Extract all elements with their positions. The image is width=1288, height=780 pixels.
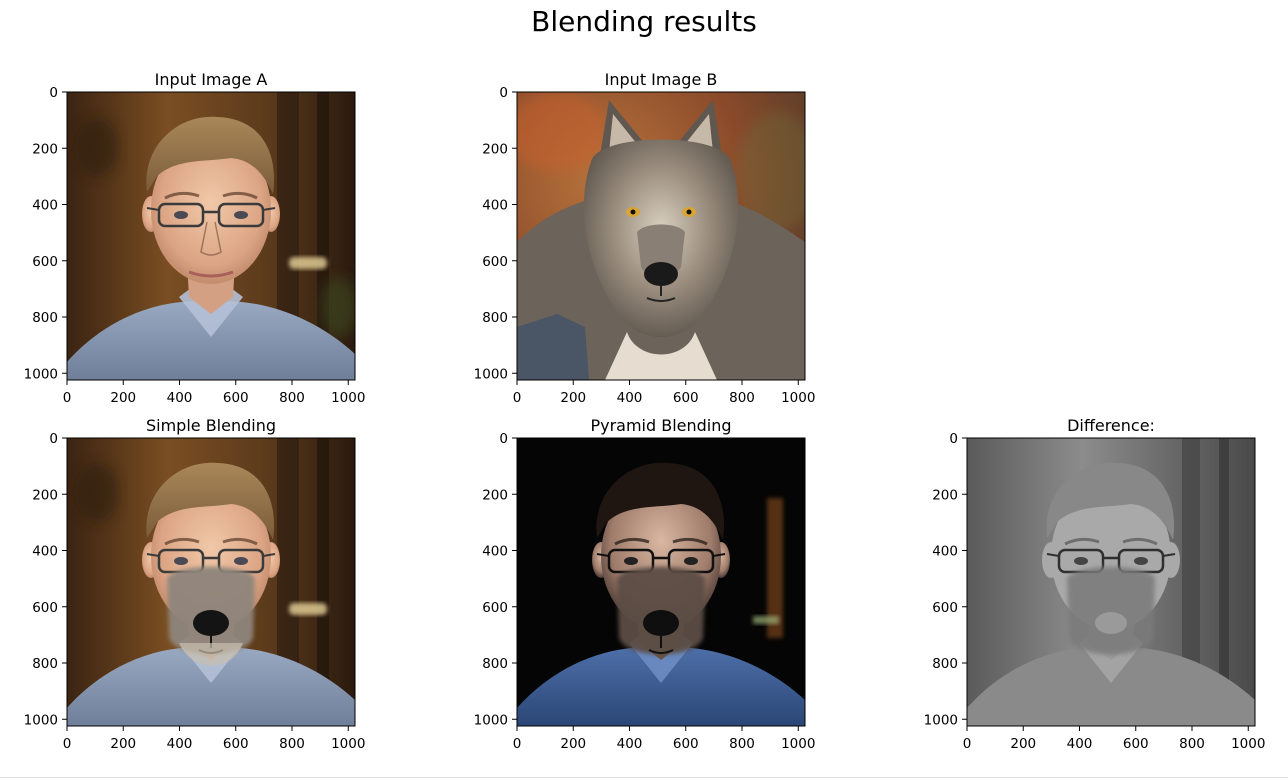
x-tick-label: 0 (513, 390, 522, 406)
x-tick-label: 0 (963, 736, 972, 752)
image-input-b (517, 92, 805, 380)
image-pyramid-blending (517, 438, 805, 726)
y-tick-label: 800 (932, 656, 958, 672)
axes-input-a: Input Image A 0 200 400 600 800 1000 0 200 400 600… (24, 70, 366, 406)
x-tick-label: 200 (110, 390, 136, 406)
y-tick-label: 600 (32, 254, 58, 270)
axes-title: Simple Blending (146, 416, 276, 435)
y-tick-label: 800 (32, 310, 58, 326)
x-tick-label: 200 (560, 390, 586, 406)
x-tick-label: 1000 (1231, 736, 1265, 752)
y-tick-label: 200 (32, 487, 58, 503)
axes-title: Input Image B (605, 70, 718, 89)
x-tick-label: 600 (223, 390, 249, 406)
x-tick-label: 800 (729, 736, 755, 752)
y-tick-label: 600 (32, 600, 58, 616)
axes-difference: Difference: 0 200 400 600 800 1000 0 200 400 600 80… (924, 416, 1266, 752)
y-tick-label: 200 (482, 487, 508, 503)
y-tick-label: 1000 (924, 712, 958, 728)
x-tick-label: 0 (63, 390, 72, 406)
x-tick-label: 0 (513, 736, 522, 752)
x-tick-label: 800 (1179, 736, 1205, 752)
image-simple-blending (67, 438, 355, 726)
x-tick-label: 600 (1123, 736, 1149, 752)
x-tick-label: 800 (729, 390, 755, 406)
x-tick-label: 200 (560, 736, 586, 752)
y-tick-label: 1000 (474, 366, 508, 382)
x-tick-label: 800 (279, 390, 305, 406)
y-tick-label: 600 (482, 254, 508, 270)
y-tick-label: 200 (932, 487, 958, 503)
y-tick-label: 200 (32, 141, 58, 157)
axes-pyramid-blending: Pyramid Blending 0 200 400 600 800 1000 0 200 400… (474, 416, 816, 752)
y-tick-label: 0 (499, 431, 508, 447)
axes-frame (66, 437, 356, 727)
x-tick-label: 1000 (781, 390, 815, 406)
x-tick-label: 400 (617, 736, 643, 752)
y-tick-label: 400 (32, 544, 58, 560)
axes-title: Difference: (1067, 416, 1155, 435)
x-tick-label: 600 (223, 736, 249, 752)
x-tick-label: 400 (617, 390, 643, 406)
y-tick-label: 600 (932, 600, 958, 616)
y-tick-label: 800 (482, 656, 508, 672)
x-tick-label: 1000 (331, 736, 365, 752)
y-tick-label: 0 (949, 431, 958, 447)
x-tick-label: 200 (110, 736, 136, 752)
y-tick-label: 0 (49, 431, 58, 447)
axes-frame (516, 91, 806, 381)
axes-input-b: Input Image B 0 200 400 600 800 1000 0 200 400 600… (474, 70, 816, 406)
axes-title: Input Image A (155, 70, 268, 89)
y-tick-label: 400 (482, 198, 508, 214)
axes-simple-blending: Simple Blending 0 200 400 600 800 1000 0 200 400 6… (24, 416, 366, 752)
y-tick-label: 1000 (24, 366, 58, 382)
x-tick-label: 400 (167, 736, 193, 752)
y-tick-label: 800 (482, 310, 508, 326)
y-tick-label: 0 (499, 85, 508, 101)
y-tick-label: 1000 (474, 712, 508, 728)
y-tick-label: 1000 (24, 712, 58, 728)
x-tick-label: 600 (673, 390, 699, 406)
x-tick-label: 0 (63, 736, 72, 752)
x-tick-label: 400 (1067, 736, 1093, 752)
x-tick-label: 1000 (781, 736, 815, 752)
axes-frame (66, 91, 356, 381)
image-input-a (67, 92, 355, 380)
image-difference (967, 438, 1255, 726)
bottom-divider (0, 777, 1288, 778)
y-tick-label: 0 (49, 85, 58, 101)
y-tick-label: 200 (482, 141, 508, 157)
x-tick-label: 800 (279, 736, 305, 752)
x-tick-label: 400 (167, 390, 193, 406)
y-tick-label: 400 (32, 198, 58, 214)
axes-frame (516, 437, 806, 727)
y-tick-label: 400 (932, 544, 958, 560)
axes-frame (966, 437, 1256, 727)
y-tick-label: 600 (482, 600, 508, 616)
axes-title: Pyramid Blending (590, 416, 731, 435)
figure-suptitle: Blending results (531, 5, 757, 38)
x-tick-label: 600 (673, 736, 699, 752)
x-tick-label: 200 (1010, 736, 1036, 752)
x-tick-label: 1000 (331, 390, 365, 406)
y-tick-label: 400 (482, 544, 508, 560)
y-tick-label: 800 (32, 656, 58, 672)
